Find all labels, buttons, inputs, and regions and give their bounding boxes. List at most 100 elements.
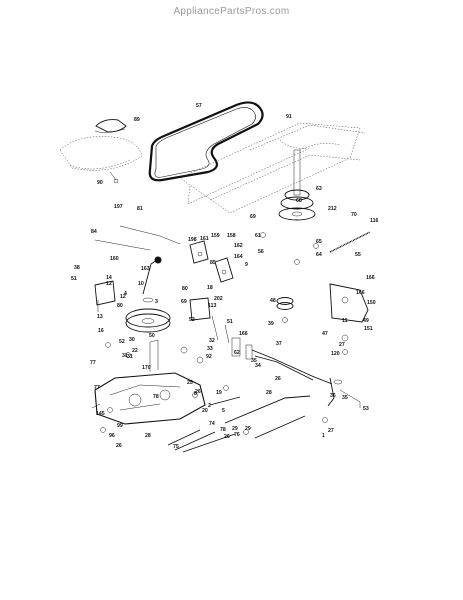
part-callout: 151 xyxy=(364,326,373,332)
part-callout: 166 xyxy=(356,290,365,296)
idler-pulley xyxy=(276,297,294,310)
cross-shaft xyxy=(251,349,333,385)
part-callout: 31 xyxy=(122,353,128,359)
part-callout: 51 xyxy=(227,319,233,325)
part-callout: 89 xyxy=(134,117,140,123)
brake-rod xyxy=(209,395,311,439)
part-callout: 48 xyxy=(270,298,276,304)
part-callout: 69 xyxy=(181,299,187,305)
part-callout: 3 xyxy=(155,299,158,305)
part-callout: 96 xyxy=(109,433,115,439)
part-callout: 35 xyxy=(342,395,348,401)
part-callout: 162 xyxy=(234,243,243,249)
part-callout: 120 xyxy=(331,351,340,357)
part-callout: 9 xyxy=(245,262,248,268)
part-callout: 26 xyxy=(195,389,201,395)
part-callout: 78 xyxy=(220,427,226,433)
part-callout: 27 xyxy=(339,342,345,348)
part-callout: 197 xyxy=(114,204,123,210)
center-bracket xyxy=(189,297,230,344)
part-callout: 32 xyxy=(209,338,215,344)
chassis-frame xyxy=(179,122,366,214)
part-callout: 27 xyxy=(328,428,334,434)
part-callout: 53 xyxy=(363,406,369,412)
part-callout: 68 xyxy=(296,198,302,204)
part-callout: 170 xyxy=(142,365,151,371)
part-callout: 26 xyxy=(116,443,122,449)
part-callout: 47 xyxy=(322,331,328,337)
part-callout: 77 xyxy=(90,360,96,366)
part-callout: 56 xyxy=(258,249,264,255)
part-callout: 74 xyxy=(209,421,215,427)
part-callout: 159 xyxy=(211,233,220,239)
idler-bracket xyxy=(329,283,369,342)
part-callout: 80 xyxy=(117,303,123,309)
part-callout: 91 xyxy=(286,114,292,120)
part-callout: 92 xyxy=(206,354,212,360)
part-callout: 16 xyxy=(98,328,104,334)
part-callout: 198 xyxy=(188,237,197,243)
part-callout: 65 xyxy=(316,239,322,245)
shaft-bushings xyxy=(231,337,253,360)
part-callout: 116 xyxy=(370,218,378,224)
part-callout: 57 xyxy=(196,103,202,109)
speed-control-rod xyxy=(94,225,181,251)
part-callout: 69 xyxy=(250,214,256,220)
part-callout: 51 xyxy=(71,276,77,282)
drive-belt xyxy=(148,101,264,182)
part-callout: 163 xyxy=(141,266,150,272)
shift-bracket xyxy=(94,280,116,312)
part-callout: 78 xyxy=(153,394,159,400)
part-callout: 36 xyxy=(330,393,336,399)
part-callout: 22 xyxy=(132,348,138,354)
part-callout: 84 xyxy=(91,229,97,235)
part-callout: 85 xyxy=(210,260,216,266)
part-callout: 166 xyxy=(239,331,248,337)
part-callout: 160 xyxy=(110,256,119,262)
part-callout: 76 xyxy=(234,432,240,438)
part-callout: 25 xyxy=(187,380,193,386)
part-callout: 28 xyxy=(145,433,151,439)
part-callout: 80 xyxy=(182,286,188,292)
transaxle xyxy=(91,339,206,425)
watermark: AppliancePartsPros.com xyxy=(173,6,290,17)
clutch-levers xyxy=(189,240,234,283)
part-callout: 29 xyxy=(232,426,238,432)
drive-rods xyxy=(167,429,236,453)
part-callout: 158 xyxy=(227,233,236,239)
part-callout: 19 xyxy=(216,390,222,396)
part-callout: 90 xyxy=(97,180,103,186)
part-callout: 31 xyxy=(127,354,133,360)
part-callout: 5 xyxy=(222,408,225,414)
part-callout: 38 xyxy=(74,265,80,271)
part-callout: 12 xyxy=(106,281,112,287)
part-callout: 75 xyxy=(173,444,179,450)
part-callout: 166 xyxy=(366,275,375,281)
part-callout: 49 xyxy=(363,318,369,324)
part-callout: 145 xyxy=(96,411,105,417)
part-callout: 14 xyxy=(106,275,112,281)
part-callout: 26 xyxy=(275,376,281,382)
engine-pulley xyxy=(278,149,316,221)
brake-pedal xyxy=(327,377,361,408)
shift-lever xyxy=(142,256,162,295)
part-callout: 39 xyxy=(268,321,274,327)
tension-spring xyxy=(329,231,371,253)
part-callout: 33 xyxy=(207,346,213,352)
part-callout: 11 xyxy=(342,318,348,324)
part-callout: 64 xyxy=(316,252,322,258)
part-callout: 52 xyxy=(119,339,125,345)
part-callout: 8 xyxy=(194,391,197,397)
part-callout: 34 xyxy=(255,363,261,369)
part-callout: 77 xyxy=(94,385,100,391)
part-callout: 70 xyxy=(351,212,357,218)
part-callout: 20 xyxy=(202,408,208,414)
part-callout: 30 xyxy=(129,337,135,343)
part-callout: 164 xyxy=(234,254,243,260)
part-callout: 1 xyxy=(322,433,325,439)
part-callout: 113 xyxy=(208,303,216,309)
part-callout: 28 xyxy=(266,390,272,396)
part-callout: 37 xyxy=(276,341,282,347)
part-callout: 26 xyxy=(224,434,230,440)
